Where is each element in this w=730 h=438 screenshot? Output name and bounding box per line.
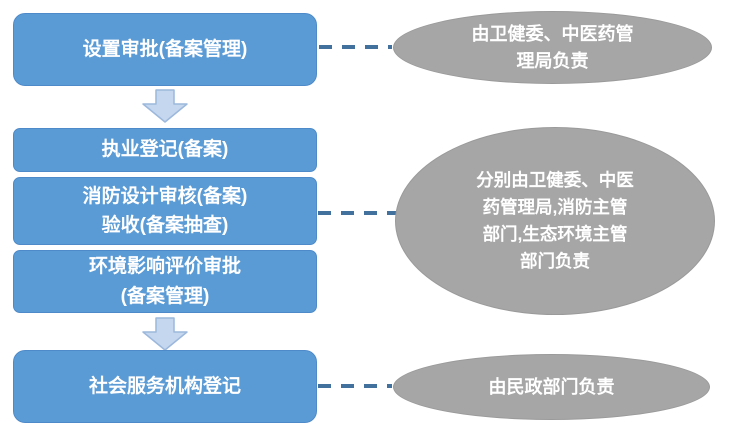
down-arrow-icon bbox=[142, 317, 188, 351]
flow-box-practice-registration: 执业登记(备案) bbox=[13, 128, 317, 172]
flow-box-label: (备案管理) bbox=[120, 285, 210, 307]
dashed-connector-middle bbox=[318, 211, 396, 215]
ellipse-label: 部门,生态环境主管 bbox=[482, 224, 628, 244]
ellipse-label: 理局负责 bbox=[516, 50, 589, 71]
ellipse-multiple-departments: 分别由卫健委、中医 药管理局,消防主管 部门,生态环境主管 部门负责 bbox=[395, 127, 715, 315]
flow-box-label: 环境影响评价审批 bbox=[88, 256, 241, 278]
flow-box-label: 设置审批(备案管理) bbox=[82, 38, 248, 60]
ellipse-civil-affairs: 由民政部门负责 bbox=[393, 354, 710, 420]
flow-box-environmental-impact: 环境影响评价审批 (备案管理) bbox=[13, 250, 317, 313]
ellipse-health-commission: 由卫健委、中医药管 理局负责 bbox=[393, 11, 712, 84]
ellipse-label: 部门负责 bbox=[520, 251, 590, 272]
flow-box-label: 执业登记(备案) bbox=[101, 139, 229, 161]
down-arrow-icon bbox=[142, 89, 188, 123]
flow-box-label: 社会服务机构登记 bbox=[88, 375, 241, 397]
ellipse-label: 由卫健委、中医药管 bbox=[471, 24, 634, 45]
ellipse-label: 分别由卫健委、中医 bbox=[476, 169, 634, 190]
dashed-connector-bottom bbox=[318, 384, 392, 388]
flow-box-label: 验收(备案抽查) bbox=[101, 215, 229, 236]
flow-box-social-service-registration: 社会服务机构登记 bbox=[13, 350, 317, 423]
flow-box-label: 消防设计审核(备案) bbox=[82, 185, 248, 207]
ellipse-label: 由民政部门负责 bbox=[488, 376, 615, 397]
dashed-connector-top bbox=[319, 45, 392, 49]
flow-box-setup-approval: 设置审批(备案管理) bbox=[13, 13, 317, 86]
flow-box-fire-design-review: 消防设计审核(备案) 验收(备案抽查) bbox=[13, 177, 317, 245]
ellipse-label: 药管理局,消防主管 bbox=[482, 196, 628, 217]
